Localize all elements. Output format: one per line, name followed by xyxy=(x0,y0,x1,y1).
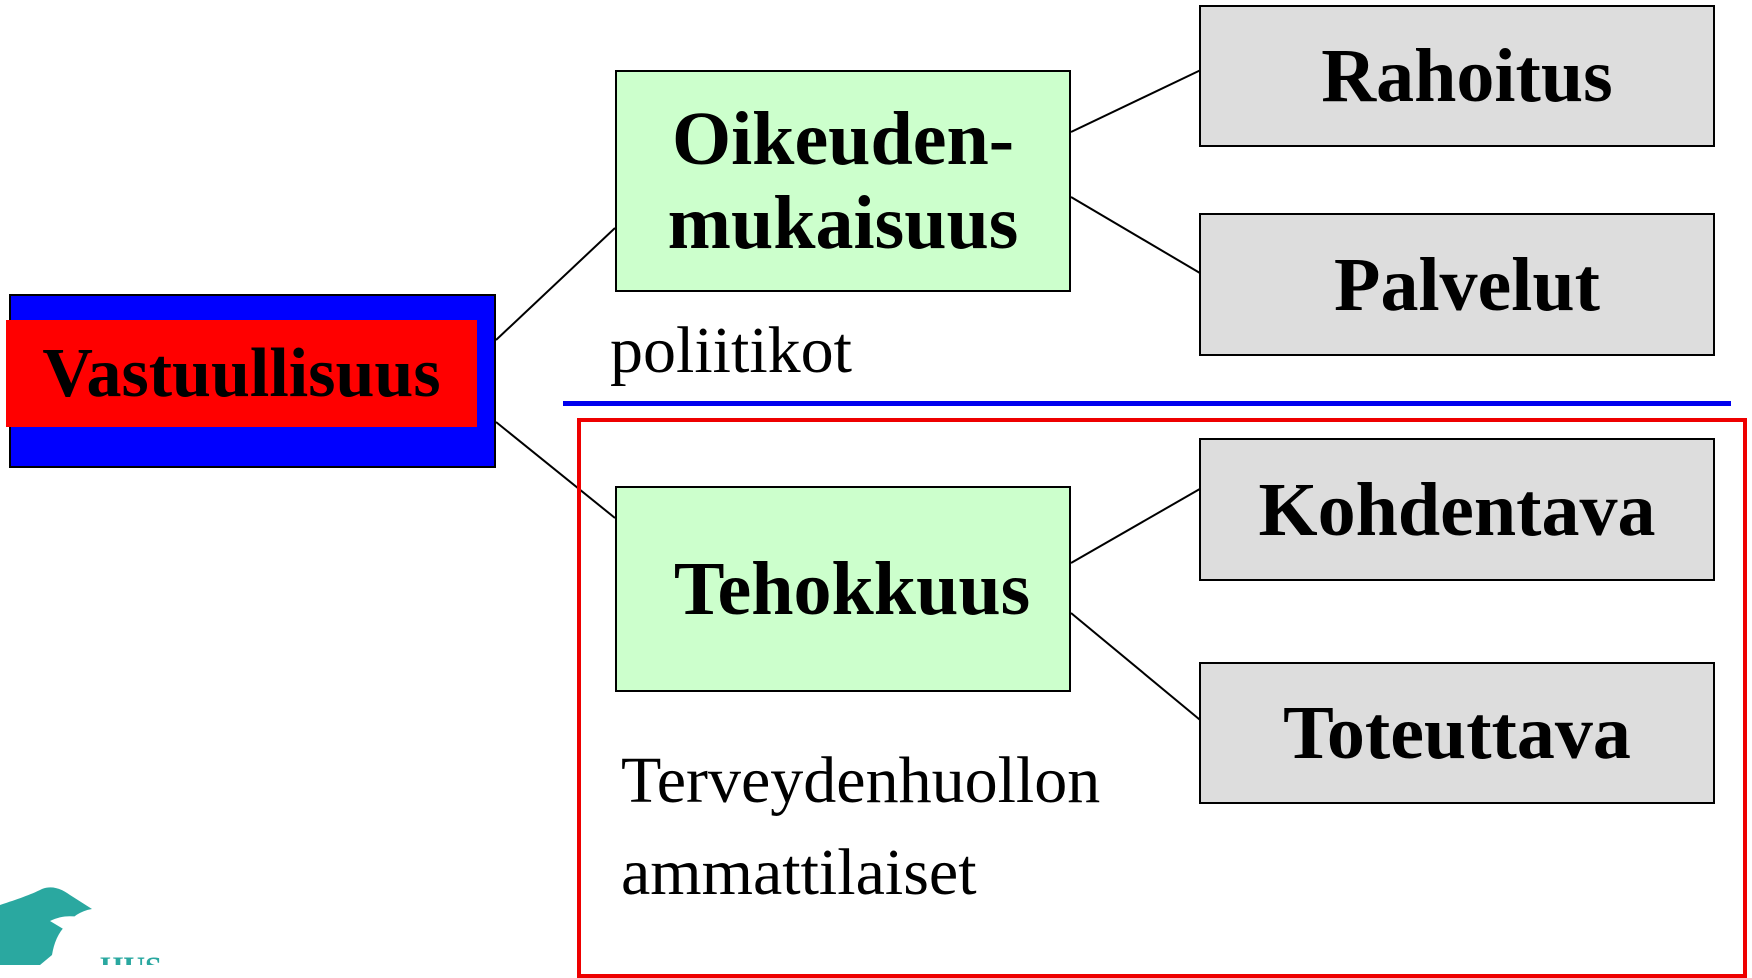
connector-root-upper xyxy=(495,227,616,341)
hus-logo-text: HUS xyxy=(100,951,162,965)
leaf-toteuttava-label: Toteuttava xyxy=(1283,691,1631,775)
upper-caption: poliitikot xyxy=(610,314,853,387)
leaf-rahoitus-label: Rahoitus xyxy=(1321,34,1613,118)
hus-logo-cross-arm xyxy=(50,916,86,933)
lower-caption-line2: ammattilaiset xyxy=(621,836,977,909)
lower-node-label: Tehokkuus xyxy=(673,547,1031,631)
upper-node-label-line2: mukaisuus xyxy=(667,181,1019,265)
connector-lower-toteuttava xyxy=(1070,612,1206,725)
leaf-palvelut: Palvelut xyxy=(1199,213,1715,356)
upper-node-label-line1: Oikeuden- xyxy=(671,97,1015,181)
connector-upper-rahoitus xyxy=(1070,67,1206,133)
connector-upper-palvelut xyxy=(1070,196,1206,277)
leaf-rahoitus: Rahoitus xyxy=(1199,5,1715,147)
leaf-kohdentava: Kohdentava xyxy=(1199,438,1715,581)
leaf-palvelut-label: Palvelut xyxy=(1334,242,1600,327)
leaf-kohdentava-label: Kohdentava xyxy=(1258,467,1656,552)
lower-node: Tehokkuus xyxy=(615,486,1071,692)
root-node: Vastuullisuus xyxy=(6,320,477,427)
leaf-toteuttava: Toteuttava xyxy=(1199,662,1715,804)
hus-logo: HUS xyxy=(0,887,162,965)
root-node-label: Vastuullisuus xyxy=(42,334,441,412)
upper-node: Oikeuden- mukaisuus xyxy=(615,70,1071,292)
lower-caption-line1: Terveydenhuollon xyxy=(621,744,1101,817)
hus-logo-cross-icon xyxy=(0,887,92,965)
connector-lower-kohdentava xyxy=(1070,485,1206,564)
connector-root-lower xyxy=(495,421,616,519)
divider-line xyxy=(563,401,1731,406)
